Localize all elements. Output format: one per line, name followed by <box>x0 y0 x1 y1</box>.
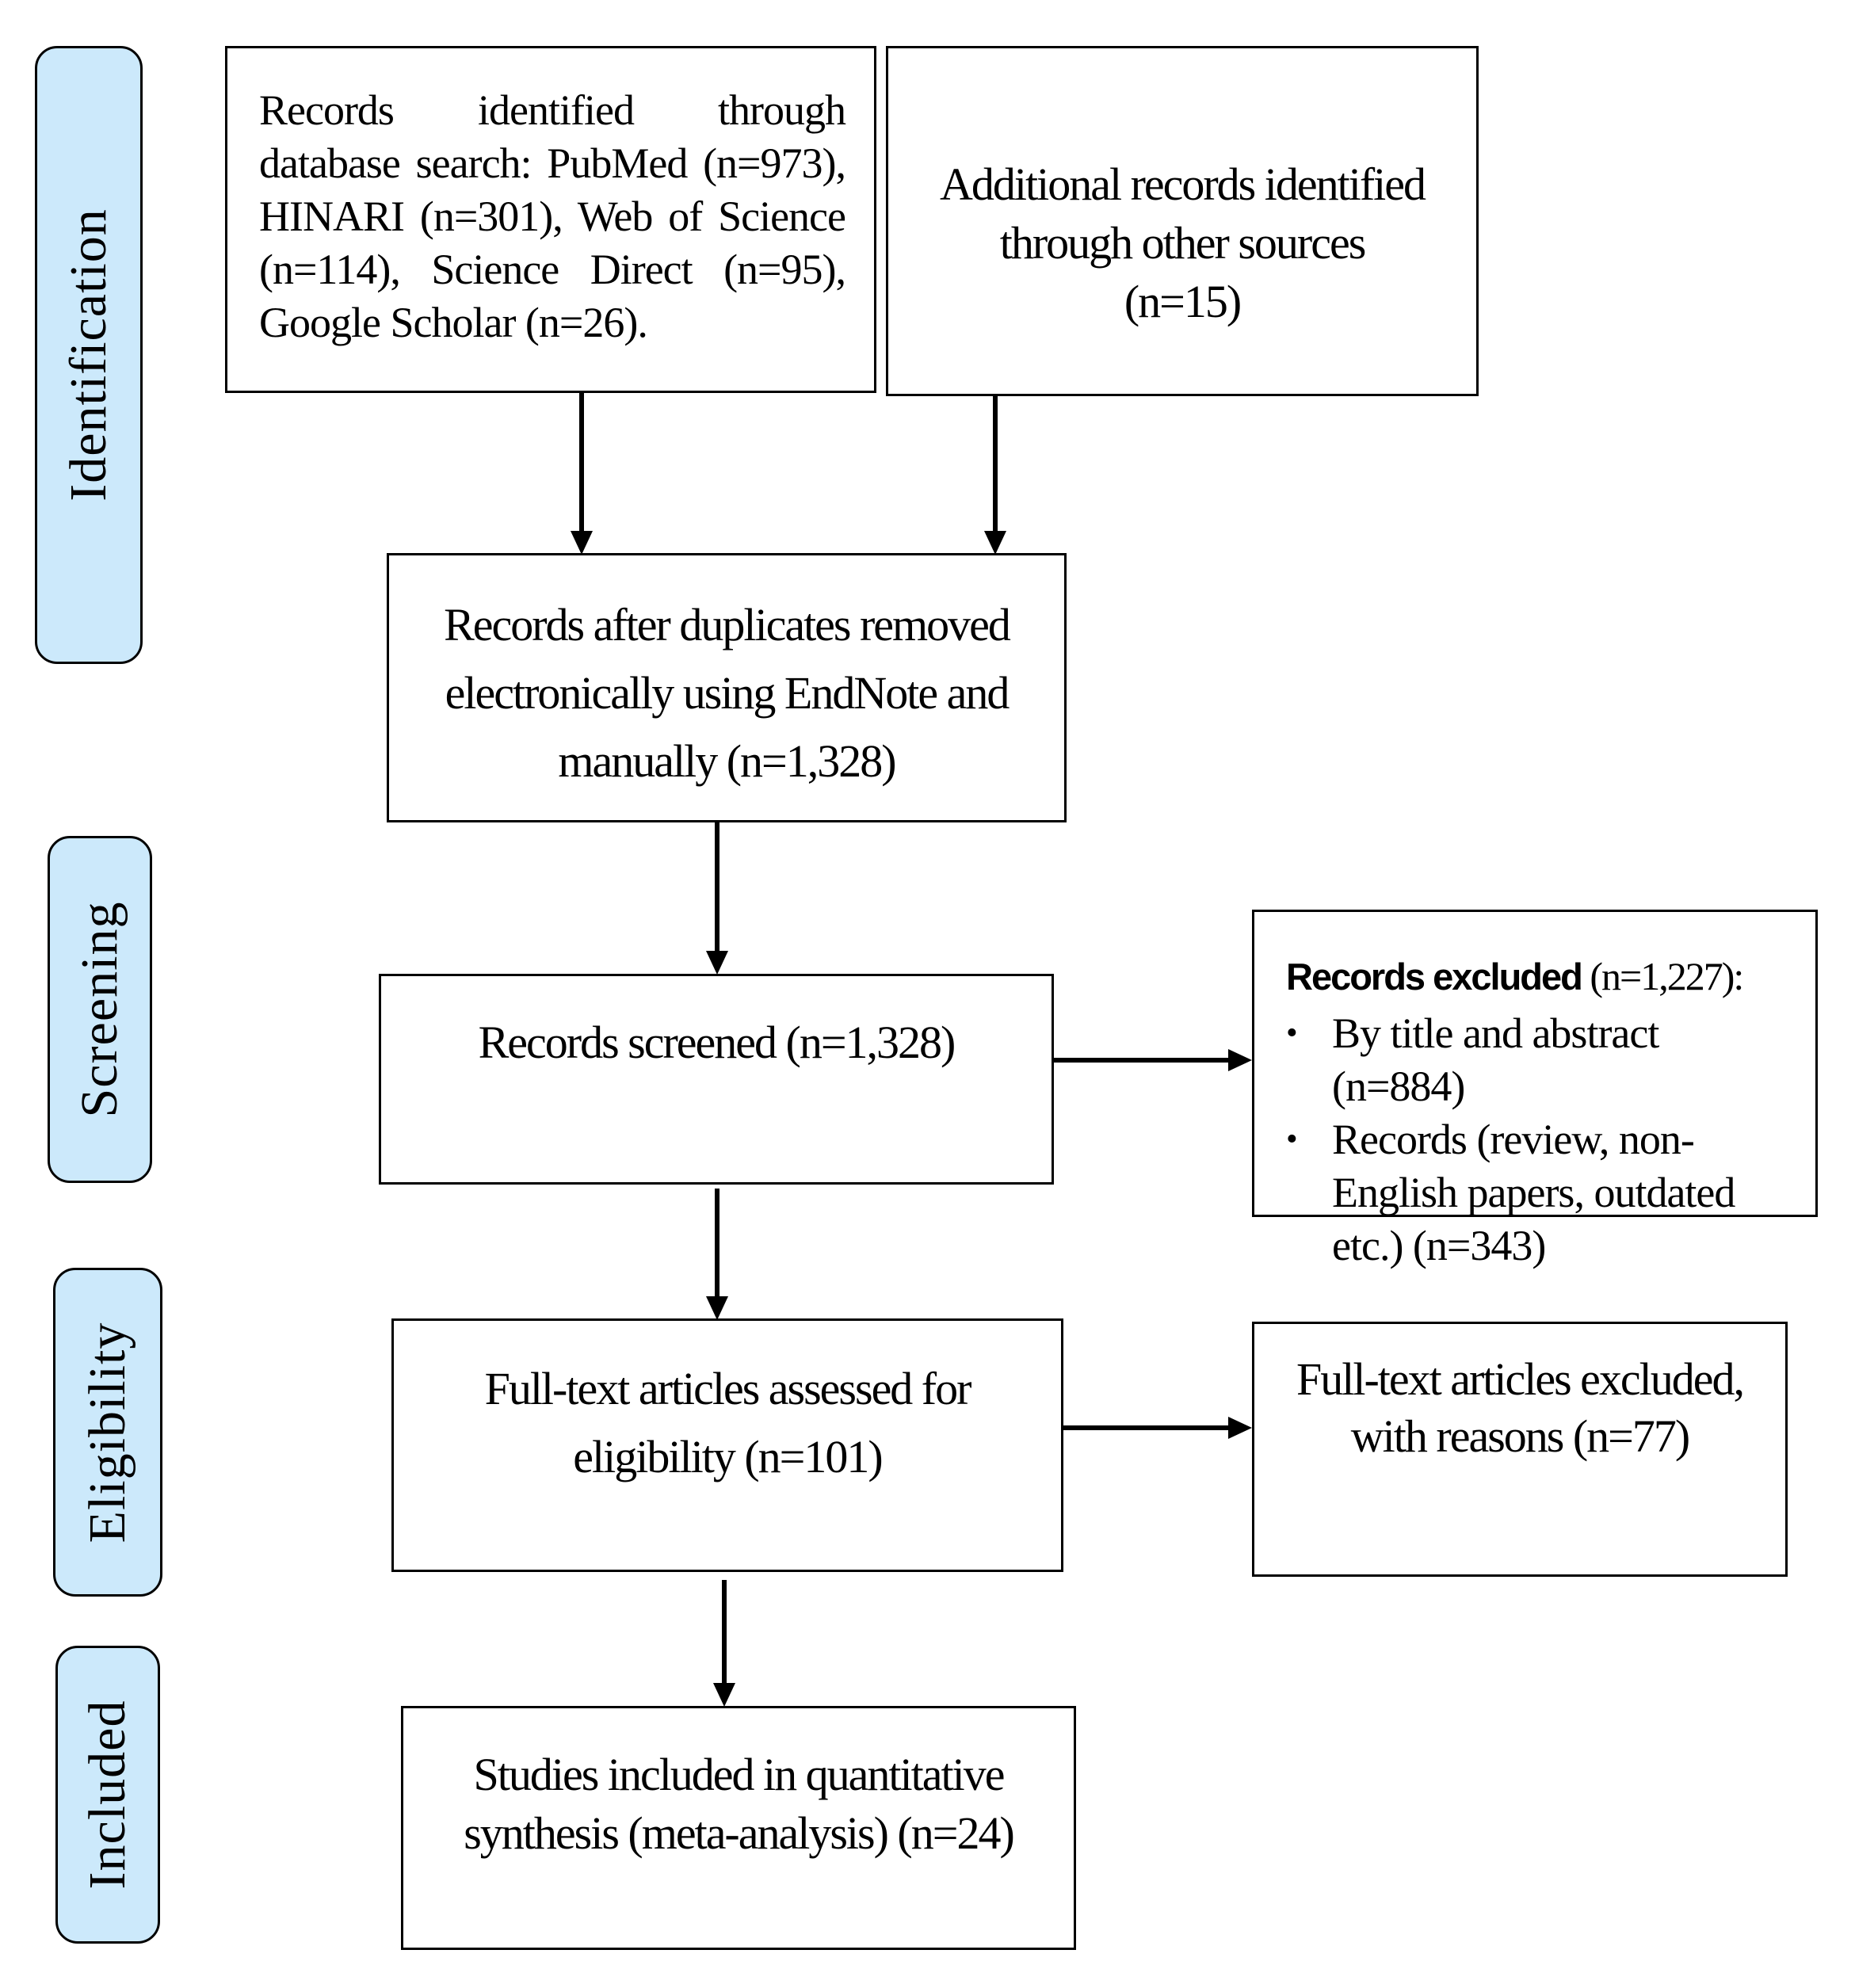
duplicates-line3: manually (n=1,328) <box>558 735 896 787</box>
excluded-reason-item: •By title and abstract (n=884) <box>1286 1007 1800 1113</box>
arrowhead-icon <box>713 1683 735 1707</box>
other-sources-line1: Additional records identified <box>939 158 1426 210</box>
box-other-sources: Additional records identified through ot… <box>886 46 1479 396</box>
arrowhead-icon <box>571 531 593 555</box>
duplicates-line1: Records after duplicates removed <box>444 599 1011 651</box>
included-line2: synthesis (meta-analysis) (n=24) <box>464 1807 1015 1859</box>
fulltext-excluded-line1: Full-text articles excluded, <box>1296 1353 1745 1405</box>
other-sources-line2: through other sources <box>999 217 1367 269</box>
arrowhead-icon <box>706 1296 728 1320</box>
box-duplicates-removed: Records after duplicates removed electro… <box>387 553 1067 822</box>
stage-included: Included <box>55 1646 160 1944</box>
bullet-icon: • <box>1286 1015 1298 1051</box>
arrowhead-icon <box>1228 1049 1252 1071</box>
duplicates-line2: electronically using EndNote and <box>445 667 1010 719</box>
stage-screening: Screening <box>48 836 152 1183</box>
excluded-heading-count: (n=1,227): <box>1581 954 1744 998</box>
excluded-reason-item: •Records (review, non-English papers, ou… <box>1286 1113 1800 1273</box>
arrowhead-icon <box>984 531 1006 555</box>
box-fulltext-assessed: Full-text articles assessed for eligibil… <box>391 1318 1063 1572</box>
excluded-reasons-list: •By title and abstract (n=884) •Records … <box>1286 1007 1800 1273</box>
box-records-screened: Records screened (n=1,328) <box>379 974 1054 1185</box>
arrowhead-icon <box>706 951 728 975</box>
arrowhead-icon <box>1228 1417 1252 1439</box>
stage-identification: Identification <box>35 46 143 664</box>
screened-text: Records screened (n=1,328) <box>478 1017 956 1068</box>
bullet-icon: • <box>1286 1121 1298 1158</box>
other-sources-line3: (n=15) <box>1124 276 1242 327</box>
excluded-heading-bold: Records excluded <box>1286 956 1583 998</box>
stage-eligibility: Eligibility <box>53 1268 162 1597</box>
box-fulltext-excluded: Full-text articles excluded, with reason… <box>1252 1322 1788 1577</box>
fulltext-assessed-line2: eligibility (n=101) <box>573 1431 883 1482</box>
excluded-heading: Records excluded (n=1,227): <box>1286 953 1744 999</box>
included-line1: Studies included in quantitative <box>473 1749 1006 1800</box>
box-studies-included: Studies included in quantitative synthes… <box>401 1706 1076 1950</box>
box-database-search: Records identified through database sear… <box>225 46 876 393</box>
fulltext-assessed-line1: Full-text articles assessed for <box>484 1363 972 1414</box>
fulltext-excluded-line2: with reasons (n=77) <box>1350 1410 1690 1462</box>
database-search-text: Records identified through database sear… <box>259 86 846 346</box>
box-records-excluded: Records excluded (n=1,227): •By title an… <box>1252 910 1818 1269</box>
